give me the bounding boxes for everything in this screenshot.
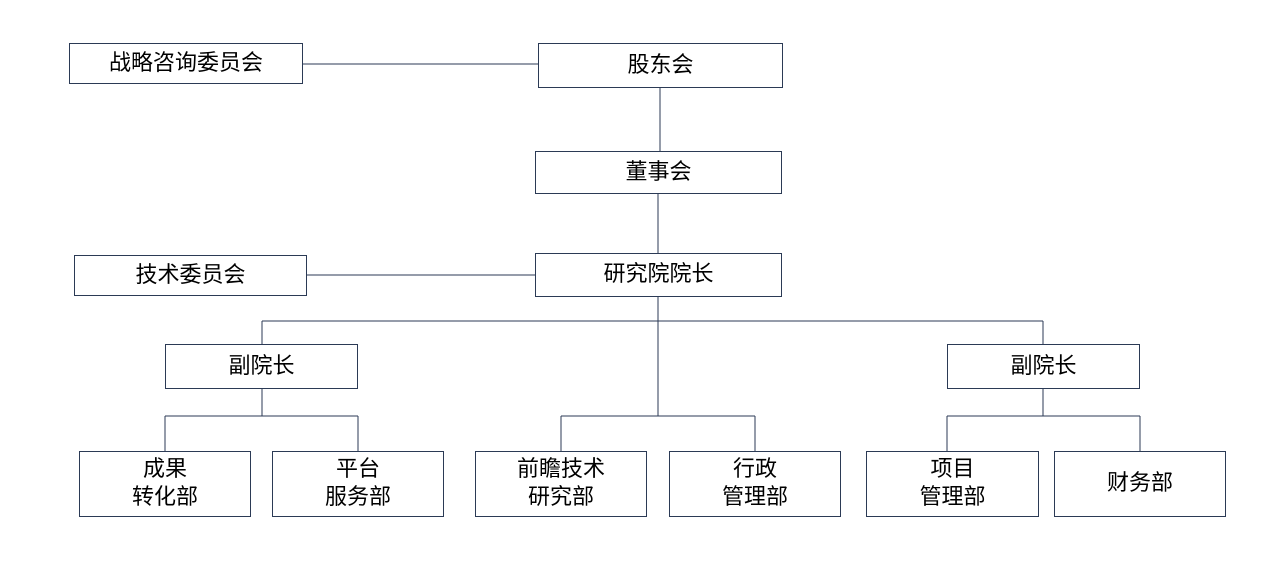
project-management-dept-box: 项目 管理部 — [866, 451, 1039, 517]
achievement-transfer-dept-box: 成果 转化部 — [79, 451, 251, 517]
vice-president-left-box: 副院长 — [165, 344, 358, 389]
project-management-label-line2: 管理部 — [919, 485, 986, 510]
technical-committee-box: 技术委员会 — [74, 255, 307, 296]
platform-service-label-line1: 平台 — [335, 457, 380, 482]
vice-president-left-label: 副院长 — [228, 353, 295, 379]
board-of-directors-box: 董事会 — [535, 151, 782, 194]
vice-president-right-label: 副院长 — [1010, 353, 1077, 379]
shareholders-meeting-label: 股东会 — [627, 52, 694, 78]
frontier-research-label-line2: 研究部 — [527, 485, 594, 510]
administration-label-line1: 行政 — [732, 457, 777, 482]
vice-president-right-box: 副院长 — [947, 344, 1140, 389]
administration-dept-box: 行政 管理部 — [669, 451, 841, 517]
project-management-label-line1: 项目 — [930, 457, 975, 482]
achievement-transfer-label-line1: 成果 — [142, 457, 187, 482]
strategy-committee-label: 战略咨询委员会 — [108, 50, 263, 76]
finance-dept-box: 财务部 — [1054, 451, 1226, 517]
institute-president-box: 研究院院长 — [535, 253, 782, 297]
shareholders-meeting-box: 股东会 — [538, 43, 783, 88]
finance-label: 财务部 — [1106, 471, 1173, 496]
administration-label-line2: 管理部 — [721, 485, 788, 510]
technical-committee-label: 技术委员会 — [135, 262, 246, 288]
achievement-transfer-label-line2: 转化部 — [131, 485, 198, 510]
strategy-committee-box: 战略咨询委员会 — [69, 43, 303, 84]
frontier-research-dept-box: 前瞻技术 研究部 — [475, 451, 647, 517]
institute-president-label: 研究院院长 — [603, 262, 714, 287]
platform-service-dept-box: 平台 服务部 — [272, 451, 444, 517]
platform-service-label-line2: 服务部 — [324, 485, 391, 510]
board-of-directors-label: 董事会 — [625, 159, 692, 185]
frontier-research-label-line1: 前瞻技术 — [516, 457, 605, 482]
